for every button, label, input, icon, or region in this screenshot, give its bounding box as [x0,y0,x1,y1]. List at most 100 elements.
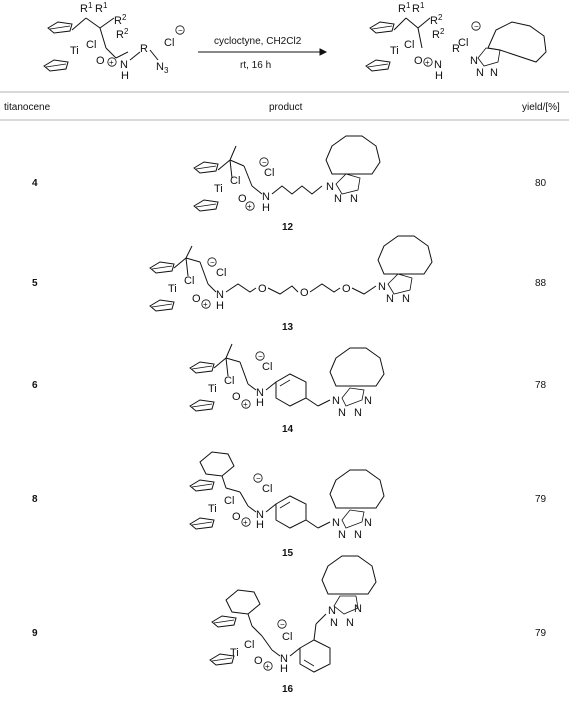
svg-text:O: O [192,293,201,305]
svg-text:Cl: Cl [244,639,254,651]
svg-text:N: N [262,191,270,203]
p-r1-sup: 1 [406,1,411,10]
yield-value: 79 [535,494,547,505]
product-structure: Ti Cl O + Cl − N H O O O N N N [149,235,433,312]
p-r1-label: R [398,3,406,15]
svg-text:−: − [258,352,263,361]
table-row: 8 79 Ti Cl O + Cl − N H N N [32,451,547,559]
table-row: 4 80 Ti Cl O + N H Cl − N N N [32,135,547,233]
svg-text:N: N [338,529,346,541]
p-counter-cl: Cl [458,37,468,49]
svg-text:N: N [256,387,264,399]
n3-sub: 3 [164,66,169,75]
product-structure: Ti Cl O + Cl − N H N N N N [189,343,385,419]
svg-text:O: O [254,655,263,667]
table-row: 5 88 Ti Cl O + Cl − N H O O O [32,235,547,333]
svg-text:O: O [258,283,267,295]
svg-text:Cl: Cl [262,361,272,373]
ti-label: Ti [70,45,79,57]
r1b-label: R [95,3,103,15]
table-row: 6 78 Ti Cl O + Cl − N H N [32,343,547,435]
minus-sign: − [178,26,183,35]
svg-text:N: N [332,395,340,407]
r2-sup: 2 [122,13,127,22]
svg-text:N: N [216,289,224,301]
reaction-arrow: cycloctyne, CH2Cl2 rt, 16 h [198,36,328,71]
svg-text:+: + [265,662,270,671]
svg-text:N: N [402,293,410,305]
header-yield: yield/[%] [522,102,560,113]
svg-text:N: N [386,293,394,305]
svg-text:+: + [243,400,248,409]
svg-text:Cl: Cl [264,167,274,179]
svg-text:H: H [256,397,264,409]
product-number: 13 [282,322,294,333]
p-plus-sign: + [425,58,430,67]
svg-text:+: + [243,518,248,527]
titanocene-number: 9 [32,628,38,639]
svg-text:H: H [256,519,264,531]
header-product: product [269,102,303,113]
product-structure: Ti Cl O + Cl − N H N N N N [209,555,377,675]
titanocene-number: 5 [32,278,38,289]
titanocene-number: 8 [32,494,38,505]
counter-cl: Cl [164,37,174,49]
o-label: O [96,55,105,67]
conditions-label: rt, 16 h [240,60,271,71]
svg-text:O: O [342,283,351,295]
r-label: R [140,43,148,55]
product-structure: Ti Cl O + Cl − N H N N N N [189,451,385,541]
svg-text:N: N [326,181,334,193]
product-titanocene: R 1 R 1 R 2 R 2 Ti Cl O + N H R Cl − N N… [365,1,547,82]
p-ti-label: Ti [390,45,399,57]
p-minus-sign: − [474,22,479,31]
svg-text:N: N [338,407,346,419]
svg-text:O: O [300,287,309,299]
svg-text:N: N [354,407,362,419]
p-r2b-label: R [432,29,440,41]
svg-text:N: N [354,603,362,615]
svg-text:+: + [203,300,208,309]
h-label: H [121,70,129,82]
svg-text:Ti: Ti [208,383,217,395]
product-structure: Ti Cl O + N H Cl − N N N [193,135,381,214]
n-label: N [120,59,128,71]
svg-text:Cl: Cl [224,375,234,387]
svg-text:N: N [328,605,336,617]
titanocene-number: 6 [32,380,38,391]
p-o-label: O [414,55,423,67]
n3-label: N [156,61,164,73]
svg-text:−: − [262,158,267,167]
svg-text:−: − [280,620,285,629]
svg-text:−: − [256,474,261,483]
svg-text:Ti: Ti [168,283,177,295]
svg-text:N: N [332,517,340,529]
titanocene-number: 4 [32,178,38,189]
svg-text:Cl: Cl [184,275,194,287]
svg-text:N: N [256,509,264,521]
svg-text:Cl: Cl [262,483,272,495]
p-r2b-sup: 2 [440,27,445,36]
r2b-label: R [116,29,124,41]
yield-value: 80 [535,178,547,189]
svg-text:N: N [354,529,362,541]
svg-text:Ti: Ti [208,503,217,515]
svg-text:H: H [262,202,270,214]
svg-text:+: + [247,202,252,211]
yield-value: 88 [535,278,547,289]
p-ti-cl-label: Cl [404,39,414,51]
p-triazole-n3: N [490,67,498,79]
svg-text:O: O [232,391,241,403]
p-r1b-sup: 1 [420,1,425,10]
svg-text:H: H [216,300,224,312]
header-titanocene: titanocene [4,102,51,113]
r1b-sup: 1 [103,1,108,10]
svg-text:N: N [334,193,342,205]
starting-titanocene: R 1 R 1 R 2 R 2 Ti Cl O + N H R N 3 Cl − [43,1,185,82]
yield-value: 78 [535,380,547,391]
svg-text:N: N [378,281,386,293]
svg-text:Ti: Ti [214,183,223,195]
svg-text:O: O [238,193,247,205]
reagents-label: cycloctyne, CH2Cl2 [214,36,302,47]
